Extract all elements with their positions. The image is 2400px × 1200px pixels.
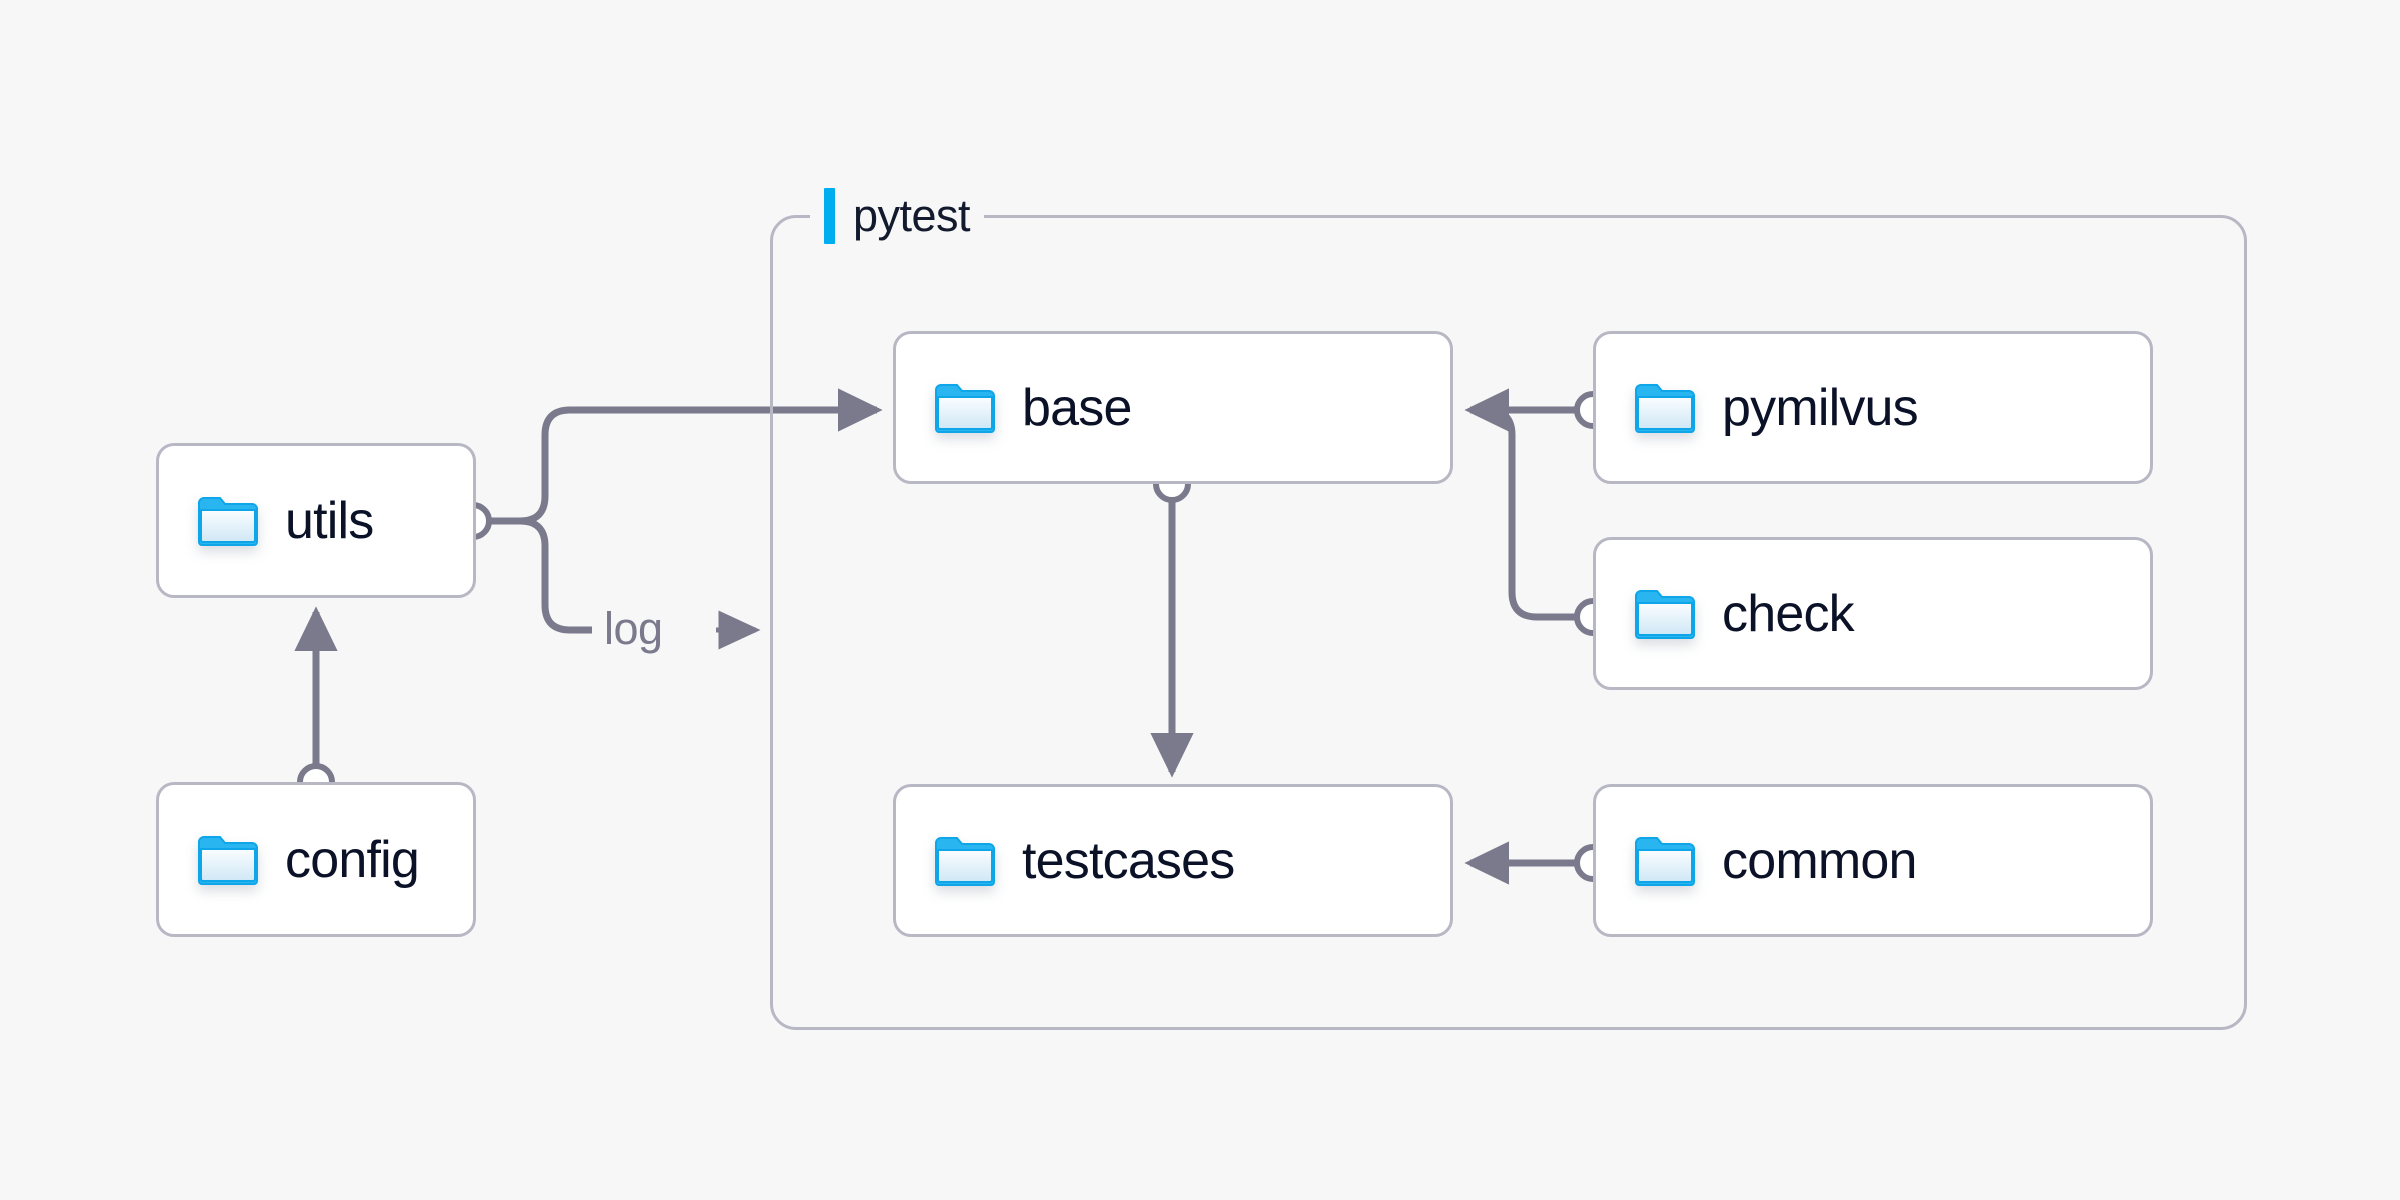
edge-utils-log <box>519 517 592 634</box>
folder-icon <box>198 496 258 546</box>
folder-icon <box>935 836 995 886</box>
folder-icon <box>1635 589 1695 639</box>
node-utils-label: utils <box>285 491 374 550</box>
edge-label-log: log <box>604 603 663 654</box>
node-base[interactable]: base <box>893 331 1453 484</box>
node-pymilvus[interactable]: pymilvus <box>1593 331 2153 484</box>
folder-icon <box>198 835 258 885</box>
folder-icon <box>1635 383 1695 433</box>
node-config-label: config <box>285 830 420 889</box>
node-common[interactable]: common <box>1593 784 2153 937</box>
node-config[interactable]: config <box>156 782 476 937</box>
group-accent-bar <box>824 188 835 244</box>
folder-icon <box>935 383 995 433</box>
node-check[interactable]: check <box>1593 537 2153 690</box>
node-utils[interactable]: utils <box>156 443 476 598</box>
node-testcases[interactable]: testcases <box>893 784 1453 937</box>
node-base-label: base <box>1022 378 1132 437</box>
node-pymilvus-label: pymilvus <box>1722 378 1919 437</box>
node-common-label: common <box>1722 831 1917 890</box>
folder-icon <box>1635 836 1695 886</box>
node-testcases-label: testcases <box>1022 831 1235 890</box>
group-pytest-title: pytest <box>853 190 971 241</box>
group-pytest-header: pytest <box>810 188 985 244</box>
group-pytest[interactable] <box>770 215 2247 1030</box>
node-check-label: check <box>1722 584 1855 643</box>
